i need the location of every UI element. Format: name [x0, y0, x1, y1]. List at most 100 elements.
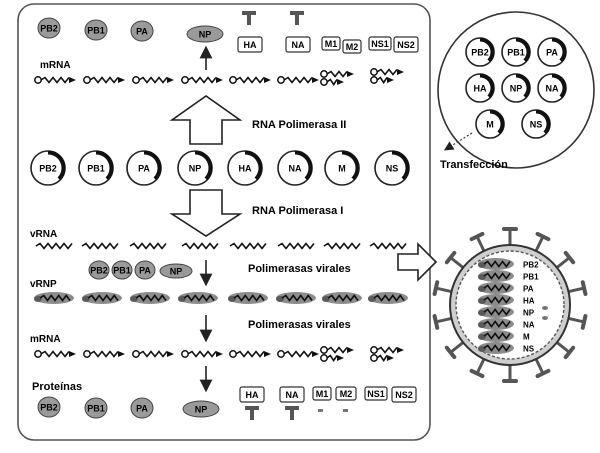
bottom-protein-ns1-label: NS1 [367, 389, 385, 399]
top-protein-pa-label: PA [136, 27, 148, 37]
plasmid-ha-label: HA [239, 164, 252, 174]
top-protein-ns2: NS2 [393, 36, 419, 53]
bottom-protein-na: NA [279, 386, 305, 403]
vrnp-1 [34, 292, 74, 304]
mrna-top-1-strand [40, 76, 70, 84]
bottom-protein-pb1-label: PB1 [87, 404, 105, 414]
circle-plasmid-ha-label: HA [474, 84, 487, 94]
vrnp-7-strand [327, 294, 359, 302]
plasmid-pa-label: PA [138, 164, 150, 174]
virion-spike-head [444, 345, 457, 360]
mrna-bottom-m1-strand [326, 346, 348, 354]
pol1-arrow [169, 189, 243, 237]
mrna-top-2 [83, 76, 125, 84]
mrna-top-4-strand [187, 76, 217, 84]
mrna-bottom-label: mRNA [30, 334, 61, 345]
virion-vrnp-pb2-strand [483, 260, 511, 268]
virion-label-ns: NS [523, 345, 535, 354]
top-protein-m2-label: M2 [346, 42, 359, 52]
virion-label-ha: HA [523, 297, 535, 306]
mrna-top-3 [132, 76, 174, 84]
virion-spike-head [432, 314, 440, 330]
circle-plasmid-pb1-label: PB1 [507, 48, 525, 58]
virion-spike-head [535, 368, 551, 379]
mrna-top-ns2 [370, 76, 394, 84]
mrna-bottom-3-strand [138, 350, 168, 358]
mrna-bottom-1 [34, 350, 76, 358]
mrna-top-m1-strand [326, 70, 348, 78]
virion-vrnp-pa-strand [483, 284, 511, 292]
virion-vrnp-pb1-strand [483, 272, 511, 280]
mrna-top-5-strand [235, 76, 265, 84]
mrna-top-2-strand [89, 76, 119, 84]
mrna-top-1 [34, 76, 76, 84]
vrnp-6 [276, 292, 316, 304]
virion-spike [533, 235, 545, 254]
top-protein-m1: M1 [321, 36, 341, 51]
virion-label-na: NA [523, 321, 535, 330]
vrnp-4-strand [183, 294, 215, 302]
virion-spike-head [580, 314, 588, 330]
bottom-ha-spike [245, 406, 259, 420]
mrna-bottom-ns2 [370, 354, 394, 362]
virion-spike [533, 356, 545, 375]
top-protein-pb1-label: PB1 [87, 26, 105, 36]
bottom-protein-pb2: PB2 [37, 396, 61, 418]
bottom-protein-pa: PA [130, 397, 154, 419]
vrna-strand-1 [35, 242, 73, 250]
virion-spike-head [535, 231, 551, 242]
mrna-bottom-2-strand [89, 350, 119, 358]
complex-np-label: NP [170, 267, 183, 277]
virion-vrnp-pb1 [478, 270, 514, 282]
circle-plasmid-pb2-label: PB2 [471, 48, 489, 58]
virion-m2-dot [542, 306, 548, 310]
vrnp-3-strand [135, 294, 167, 302]
virion-spike [449, 256, 466, 271]
assembly-arrow [397, 242, 438, 282]
bottom-protein-na-label: NA [286, 390, 299, 400]
top-protein-ha-label: HA [244, 40, 257, 50]
bottom-protein-m2-label: M2 [340, 389, 353, 399]
virion-spike [566, 316, 585, 324]
bottom-protein-ha-label: HA [246, 390, 259, 400]
virion-spike-head [469, 231, 485, 242]
top-protein-m2: M2 [342, 39, 362, 54]
vrnp-5 [228, 292, 268, 304]
virion-spike [554, 256, 571, 271]
mrna-bottom-3 [132, 350, 174, 358]
mrna-bottom-m2-strand [326, 354, 338, 362]
virion-vrnp-ns [478, 342, 514, 354]
mrna-bottom-1-strand [40, 350, 70, 358]
m1-fragment [318, 409, 323, 412]
vrna-label: vRNA [30, 229, 57, 240]
mrna-top-m2 [320, 78, 344, 86]
vrnp-label: vRNP [30, 279, 57, 290]
complex-pb1: PB1 [111, 260, 133, 280]
bottom-protein-pb2-label: PB2 [40, 403, 58, 413]
vrnp-7 [322, 292, 362, 304]
virion-vrnp-ns-strand [483, 344, 511, 352]
mrna-bottom-4 [181, 350, 223, 358]
plasmid-m: M [324, 150, 360, 186]
top-protein-ns2-label: NS2 [397, 40, 415, 50]
virion-vrnp-np [478, 306, 514, 318]
vrna-strand-5 [229, 242, 267, 250]
transfection-arrow [443, 132, 473, 151]
mrna-bottom-4-strand [187, 350, 217, 358]
vrnp-8-strand [373, 294, 405, 302]
top-ha-spike [242, 11, 256, 25]
mrna-bottom-6-strand [283, 350, 313, 358]
virion-spike [475, 356, 487, 375]
mrna-bottom-6 [277, 350, 319, 358]
virion-vrnp-ha [478, 294, 514, 306]
mrna-bottom-5-strand [235, 350, 265, 358]
viral-pol-2-label: Polimerasas virales [248, 319, 351, 331]
top-protein-ns1-label: NS1 [371, 39, 389, 49]
circle-plasmid-pa: PA [537, 37, 567, 67]
complex-pb1-label: PB1 [113, 266, 131, 276]
rna-pol-1-label: RNA Polimerasa I [252, 205, 343, 217]
